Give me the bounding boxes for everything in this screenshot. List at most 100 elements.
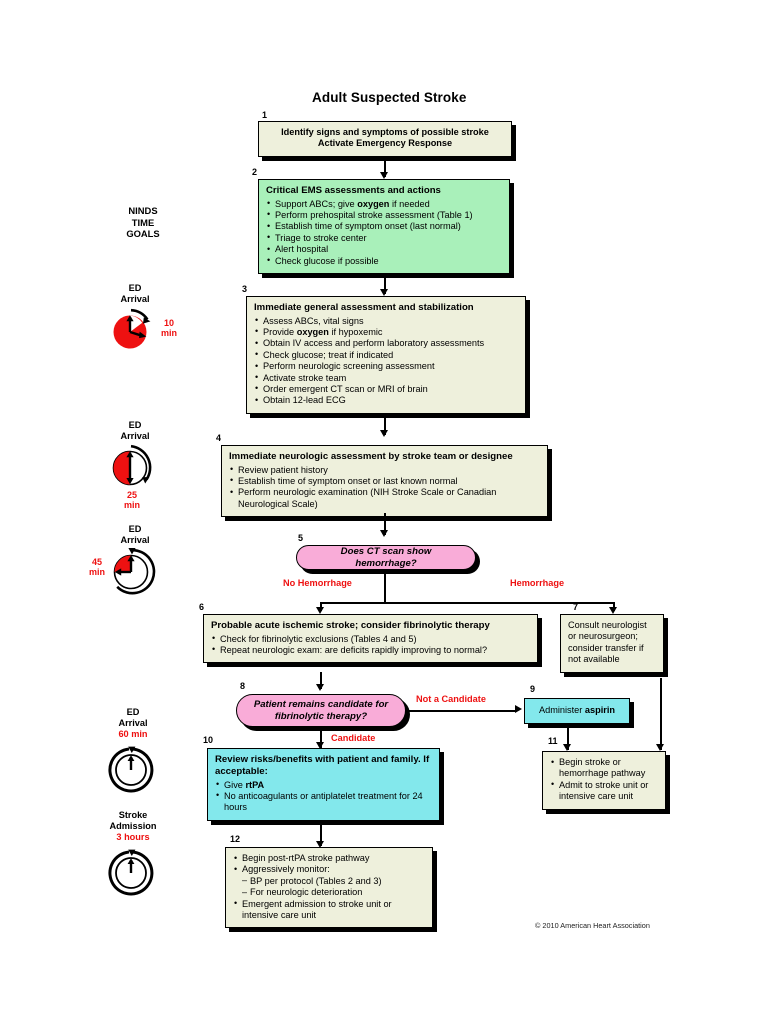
- arrow-2-to-3: [380, 289, 388, 296]
- step-4-bullets: Review patient history Establish time of…: [229, 464, 540, 511]
- clock-icon-45-min: [108, 547, 156, 600]
- time-goals-header-line2: TIME: [131, 216, 155, 228]
- step-3-bullet-7: Order emergent CT scan or MRI of brain: [254, 383, 518, 395]
- step-box-7: Consult neurologist or neurosurgeon; con…: [560, 614, 664, 673]
- step-box-9: Administer aspirin: [524, 698, 630, 725]
- label-hemorrhage: Hemorrhage: [510, 578, 565, 588]
- step-2-bullets: Support ABCs; give oxygen if needed Perf…: [266, 198, 502, 267]
- connector-1-to-2: [384, 158, 386, 177]
- time-goal-caption-5: Stroke Admission 3 hours: [83, 810, 183, 842]
- step-number-1: 1: [262, 110, 268, 120]
- arrow-3-to-4: [380, 430, 388, 437]
- step-11-bullet-1: Begin stroke or hemorrhage pathway: [550, 757, 658, 780]
- arrow-6-to-8: [316, 684, 324, 691]
- arrow-8-to-10: [316, 742, 324, 749]
- connector-9-to-11: [567, 726, 569, 750]
- step-1-line-2: Activate Emergency Response: [317, 138, 453, 149]
- connector-7-to-11: [660, 678, 662, 750]
- step-box-12: Begin post-rtPA stroke pathway Aggressiv…: [225, 847, 433, 929]
- label-candidate: Candidate: [331, 733, 376, 743]
- step-6-bullet-1: Check for fibrinolytic exclusions (Table…: [211, 633, 530, 645]
- label-not-a-candidate: Not a Candidate: [416, 694, 486, 704]
- time-goal-value-2-unit: min: [123, 500, 140, 510]
- step-4-heading: Immediate neurologic assessment by strok…: [229, 451, 513, 462]
- connector-5-left-drop: [320, 602, 322, 611]
- time-goal-caption-3-line1: ED: [128, 524, 142, 534]
- connector-5-right-drop: [613, 602, 615, 611]
- step-3-bullet-1: Assess ABCs, vital signs: [254, 315, 518, 327]
- clock-icon-10-min: [108, 305, 156, 358]
- step-4-bullet-1: Review patient history: [229, 464, 540, 476]
- step-number-12: 12: [230, 834, 241, 844]
- label-no-hemorrhage: No Hemorrhage: [283, 578, 352, 588]
- step-12-bullet-2: Aggressively monitor:: [233, 864, 425, 876]
- step-12-bullet-4: For neurologic deterioration: [233, 887, 425, 899]
- time-goal-caption-2-line2: Arrival: [120, 430, 150, 441]
- step-2-bullet-2: Perform prehospital stroke assessment (T…: [266, 209, 502, 221]
- connector-5-bus: [320, 602, 615, 604]
- time-goal-caption-5-line2: Admission: [109, 820, 157, 831]
- connector-2-to-3: [384, 276, 386, 294]
- connector-5-trunk: [384, 571, 386, 604]
- step-number-7: 7: [573, 602, 579, 612]
- step-number-10: 10: [203, 735, 214, 745]
- step-10-bullets: Give rtPA No anticoagulants or antiplate…: [215, 779, 432, 814]
- step-12-bullet-1: Begin post-rtPA stroke pathway: [233, 852, 425, 864]
- step-6-bullet-2: Repeat neurologic exam: are deficits rap…: [211, 644, 530, 656]
- step-number-3: 3: [242, 284, 248, 294]
- time-goal-caption-3-line2: Arrival: [120, 534, 150, 545]
- connector-6-to-8: [320, 672, 322, 689]
- step-3-bullet-6: Activate stroke team: [254, 372, 518, 384]
- step-3-bullet-4: Check glucose; treat if indicated: [254, 349, 518, 361]
- time-goal-value-3-number: 45: [91, 557, 102, 567]
- time-goal-caption-4-line1: ED: [126, 707, 140, 717]
- time-goals-header-line3: GOALS: [126, 228, 160, 239]
- step-2-bullet-5: Alert hospital: [266, 244, 502, 256]
- step-3-bullets: Assess ABCs, vital signs Provide oxygen …: [254, 315, 518, 407]
- step-box-11: Begin stroke or hemorrhage pathway Admit…: [542, 751, 666, 810]
- step-box-4: Immediate neurologic assessment by strok…: [221, 445, 548, 518]
- step-number-6: 6: [199, 602, 205, 612]
- step-12-bullet-3: BP per protocol (Tables 2 and 3): [233, 875, 425, 887]
- clock-icon-3-hours: [108, 848, 156, 901]
- step-number-2: 2: [252, 167, 258, 177]
- time-goal-value-5: 3 hours: [116, 831, 150, 842]
- time-goal-value-4: 60 min: [118, 728, 148, 739]
- time-goal-caption-3: ED Arrival: [85, 524, 185, 546]
- connector-8-to-10: [320, 728, 322, 748]
- arrow-9-to-11: [563, 744, 571, 751]
- time-goal-caption-1-line1: ED: [128, 283, 142, 293]
- step-box-1: Identify signs and symptoms of possible …: [258, 121, 512, 157]
- time-goal-caption-4-line2: Arrival: [118, 717, 148, 728]
- step-2-bullet-1: Support ABCs; give oxygen if needed: [266, 198, 502, 210]
- time-goal-value-2: 25 min: [115, 490, 149, 510]
- time-goal-value-1: 10 min: [152, 318, 186, 338]
- time-goal-caption-2-line1: ED: [128, 420, 142, 430]
- step-number-5: 5: [298, 533, 304, 543]
- step-12-bullets: Begin post-rtPA stroke pathway Aggressiv…: [233, 852, 425, 921]
- step-number-8: 8: [240, 681, 246, 691]
- step-11-bullet-2: Admit to stroke unit or intensive care u…: [550, 779, 658, 803]
- copyright-notice: © 2010 American Heart Association: [535, 921, 650, 930]
- step-number-4: 4: [216, 433, 222, 443]
- time-goal-caption-1-line2: Arrival: [120, 293, 150, 304]
- step-6-heading: Probable acute ischemic stroke; consider…: [211, 620, 490, 631]
- time-goals-header: NINDS TIME GOALS: [98, 205, 188, 240]
- arrow-10-to-12: [316, 841, 324, 848]
- step-6-bullets: Check for fibrinolytic exclusions (Table…: [211, 633, 530, 657]
- step-box-6: Probable acute ischemic stroke; consider…: [203, 614, 538, 664]
- arrow-1-to-2: [380, 172, 388, 179]
- step-11-bullets: Begin stroke or hemorrhage pathway Admit…: [550, 757, 658, 803]
- time-goal-value-1-number: 10: [163, 318, 174, 328]
- time-goal-caption-2: ED Arrival: [85, 420, 185, 442]
- step-5-text: Does CT scan show hemorrhage?: [340, 546, 432, 569]
- time-goal-caption-4: ED Arrival 60 min: [83, 707, 183, 739]
- step-3-bullet-5: Perform neurologic screening assessment: [254, 361, 518, 373]
- step-10-bullet-1: Give rtPA: [215, 779, 432, 791]
- step-1-line-1: Identify signs and symptoms of possible …: [281, 127, 489, 137]
- step-8-text: Patient remains candidate for fibrinolyt…: [253, 699, 389, 722]
- step-box-3: Immediate general assessment and stabili…: [246, 296, 526, 414]
- step-7-line-1: Consult neurologist: [568, 620, 647, 630]
- page-title: Adult Suspected Stroke: [312, 90, 467, 105]
